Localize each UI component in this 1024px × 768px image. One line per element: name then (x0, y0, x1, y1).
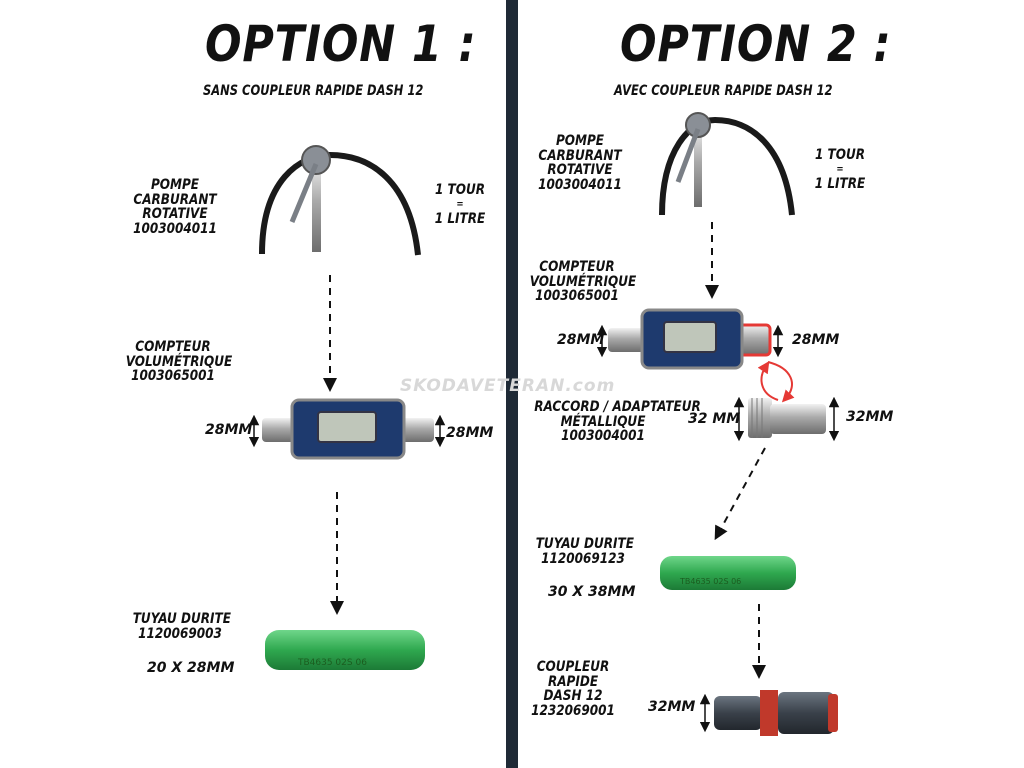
option2-meter-right-size: 28mm (792, 332, 840, 348)
option2-coupler-label: COUPLEUR RAPIDE DASH 12 1232069001 (531, 659, 615, 720)
option2-red-arrow-down (767, 361, 795, 403)
option2-hose-image: TB4635 02S 06 (660, 556, 796, 590)
option1-ratio-label: 1 TOUR = 1 LITRE (434, 182, 486, 228)
option2-adapter-label: RACCORD / ADAPTATEUR MÉTALLIQUE 10030040… (534, 399, 701, 445)
option1-pump-label: POMPE CARBURANT ROTATIVE 1003004011 (133, 177, 217, 238)
option2-meter-left-size: 28mm (557, 332, 605, 348)
option2-pump-label: POMPE CARBURANT ROTATIVE 1003004011 (538, 133, 622, 194)
option2-pump-image (659, 112, 795, 216)
option2-subtitle: AVEC COUPLEUR RAPIDE DASH 12 (614, 83, 833, 99)
option1-hose-image: TB4635 02S 06 (265, 630, 425, 670)
option2-meter-label: COMPTEUR VOLUMÉTRIQUE 1003065001 (529, 259, 637, 305)
option2-meter-image (608, 308, 772, 370)
option2-adapter-right-size: 32mm (846, 409, 894, 425)
option1-meter-label: COMPTEUR VOLUMÉTRIQUE 1003065001 (125, 339, 233, 385)
option1-meter-right-size: 28mm (446, 425, 494, 441)
center-divider (506, 0, 518, 768)
option1-meter-image (262, 398, 434, 460)
option2-title: OPTION 2 : (620, 15, 892, 73)
option2-coupler-size: 32mm (648, 699, 696, 715)
option2-arrow-adapter-to-hose (714, 447, 766, 541)
option2-adapter-image (748, 398, 826, 438)
option1-hose-label: TUYAU DURITE 1120069003 (132, 611, 231, 642)
option2-coupler-image (714, 690, 838, 736)
option2-hose-label: TUYAU DURITE 1120069123 (535, 536, 634, 567)
option1-hose-size: 20 x 28mm (147, 660, 235, 676)
watermark: SKODAVETERAN.com (400, 376, 616, 396)
option1-title: OPTION 1 : (205, 15, 477, 73)
option1-subtitle: SANS COUPLEUR RAPIDE DASH 12 (203, 83, 424, 99)
option1-pump-image (259, 145, 421, 256)
option2-adapter-left-size: 32 mm (688, 411, 741, 427)
option1-hose-print: TB4635 02S 06 (297, 658, 367, 668)
option2-red-arrow-up (757, 361, 779, 401)
option2-hose-print: TB4635 02S 06 (679, 577, 741, 586)
option2-ratio-label: 1 TOUR = 1 LITRE (814, 147, 866, 193)
option2-hose-size: 30 x 38mm (548, 584, 636, 600)
option1-meter-left-size: 28mm (205, 422, 253, 438)
